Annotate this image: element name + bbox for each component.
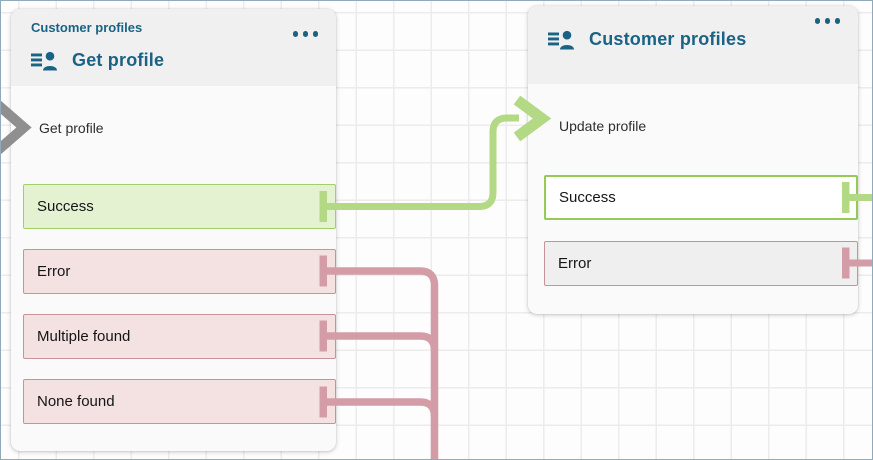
menu-dot bbox=[834, 18, 840, 24]
menu-dot bbox=[302, 31, 308, 37]
output-label: Success bbox=[37, 198, 94, 215]
output-label: Error bbox=[37, 263, 71, 280]
customer-profiles-icon bbox=[31, 50, 58, 71]
block-header: Customer profiles bbox=[528, 6, 858, 84]
ellipsis-icon[interactable] bbox=[812, 15, 844, 27]
block-action-label: Update profile bbox=[559, 118, 647, 134]
output-row-error: Error bbox=[23, 249, 336, 294]
block-action-label: Get profile bbox=[39, 120, 104, 136]
output-row-success: Success bbox=[23, 184, 336, 229]
output-row-success: Success bbox=[544, 175, 858, 220]
block-title-row: Get profile bbox=[31, 50, 164, 71]
block-category-label: Customer profiles bbox=[31, 20, 143, 35]
block-title: Customer profiles bbox=[589, 29, 747, 49]
output-row-error: Error bbox=[544, 241, 858, 286]
customer-profiles-icon bbox=[548, 29, 575, 50]
connector-none-found-wire[interactable] bbox=[326, 398, 439, 417]
menu-dot bbox=[312, 31, 318, 37]
flow-block-update-profile[interactable]: Customer profiles Update profile Success… bbox=[528, 6, 858, 314]
menu-dot bbox=[814, 18, 820, 24]
connector-error-wire[interactable] bbox=[326, 267, 439, 460]
connector-success-wire[interactable] bbox=[326, 114, 519, 210]
connector-multiple-found-wire[interactable] bbox=[326, 332, 439, 351]
output-label: None found bbox=[37, 393, 115, 410]
menu-dot bbox=[292, 31, 298, 37]
output-label: Multiple found bbox=[37, 328, 131, 345]
menu-dot bbox=[824, 18, 830, 24]
output-row-none-found: None found bbox=[23, 379, 336, 424]
output-row-multiple-found: Multiple found bbox=[23, 314, 336, 359]
block-title: Get profile bbox=[72, 50, 165, 70]
block-title-row: Customer profiles bbox=[548, 29, 746, 50]
ellipsis-icon[interactable] bbox=[290, 28, 322, 40]
output-label: Error bbox=[558, 255, 592, 272]
output-label: Success bbox=[559, 189, 616, 206]
block-header: Customer profiles Get profile bbox=[11, 9, 336, 86]
flow-block-get-profile[interactable]: Customer profiles Get profile bbox=[11, 9, 336, 451]
